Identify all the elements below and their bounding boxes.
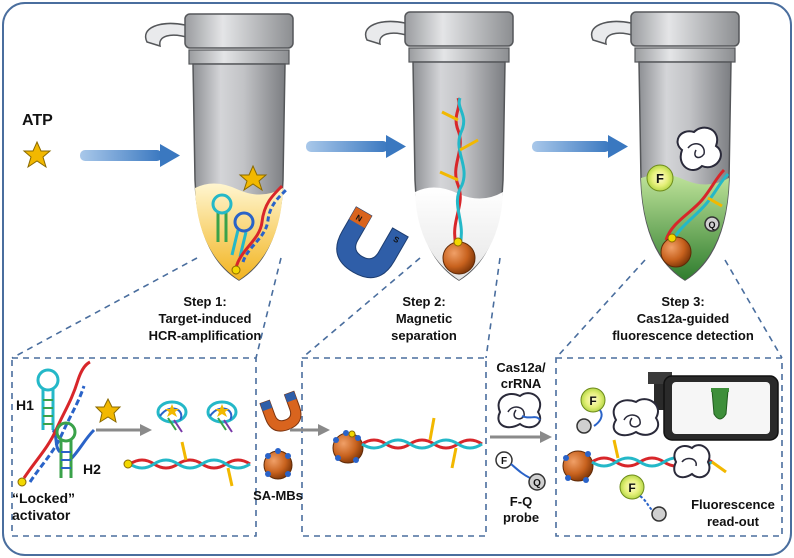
cas12a-icon bbox=[497, 392, 541, 429]
step3-line2: Cas12a-guided bbox=[637, 311, 730, 326]
fluorophore-signal-icon: F bbox=[580, 387, 606, 413]
tube-step3: F Q bbox=[590, 11, 740, 281]
fq-probe-q-label: Q bbox=[533, 478, 541, 489]
flow-arrow-1 bbox=[80, 144, 180, 167]
fluorescence-readout-line1: Fluorescence bbox=[691, 497, 775, 512]
cas12a-crrna-line2: crRNA bbox=[501, 376, 542, 391]
sa-mbs-group: SA-MBs bbox=[253, 390, 303, 503]
locked-activator-line2: activator bbox=[12, 507, 71, 523]
step2-line3: separation bbox=[391, 328, 457, 343]
step2-line1: Step 2: bbox=[402, 294, 445, 309]
cas12a-bound-icon bbox=[673, 444, 711, 479]
h2-label: H2 bbox=[83, 461, 101, 477]
f-signal-2-label: F bbox=[628, 481, 635, 495]
step3-line3: fluorescence detection bbox=[612, 328, 754, 343]
tube-step2 bbox=[364, 11, 514, 281]
magnet-n-label: N bbox=[354, 213, 364, 224]
fluorophore-signal-icon: F bbox=[619, 474, 645, 500]
atp-star-icon bbox=[22, 140, 52, 169]
aptamer-complex-icon bbox=[206, 400, 238, 433]
quencher-tube-label: Q bbox=[708, 220, 715, 230]
quencher-icon bbox=[651, 506, 667, 522]
f-signal-1-label: F bbox=[589, 394, 596, 408]
fq-probe-line2: probe bbox=[503, 510, 539, 525]
step1-line1: Step 1: bbox=[183, 294, 226, 309]
step3-caption: Step 3: Cas12a-guided fluorescence detec… bbox=[612, 294, 754, 343]
step2-caption: Step 2: Magnetic separation bbox=[391, 294, 457, 343]
magnet-s-label: S bbox=[392, 235, 402, 246]
fq-probe-icon: F Q bbox=[495, 451, 546, 491]
reagents-column: Cas12a/ crRNA F Q F-Q probe bbox=[490, 360, 552, 525]
magnetic-bead-icon bbox=[332, 430, 364, 464]
cas12a-active-icon bbox=[612, 398, 659, 437]
zoom-connector-lines bbox=[11, 257, 783, 359]
fluorescence-readout-line2: read-out bbox=[707, 514, 760, 529]
step3-line1: Step 3: bbox=[661, 294, 704, 309]
locked-activator-strand bbox=[17, 360, 96, 487]
cas12a-crrna-line1: Cas12a/ bbox=[496, 360, 546, 375]
reaction-arrow-2 bbox=[290, 424, 330, 436]
magnetic-bead-icon bbox=[263, 448, 293, 480]
detail-panels bbox=[11, 357, 783, 537]
step1-line3: HCR-amplification bbox=[149, 328, 262, 343]
fq-probe-line1: F-Q bbox=[510, 494, 532, 509]
panel-step2 bbox=[332, 417, 483, 469]
sa-mbs-label: SA-MBs bbox=[253, 488, 303, 503]
atp-star-small-icon bbox=[94, 397, 122, 424]
h1-label: H1 bbox=[16, 397, 34, 413]
step1-caption: Step 1: Target-induced HCR-amplification bbox=[149, 294, 262, 343]
reaction-arrow-3 bbox=[490, 431, 552, 443]
hairpin-h1 bbox=[36, 368, 62, 454]
fq-probe-f-label: F bbox=[501, 456, 507, 467]
step2-line2: Magnetic bbox=[396, 311, 452, 326]
reaction-arrow-1 bbox=[96, 424, 152, 436]
magnet-small-icon bbox=[259, 390, 302, 432]
aptamer-complex-icon bbox=[156, 400, 188, 433]
atp-label: ATP bbox=[22, 112, 53, 129]
quencher-icon bbox=[576, 418, 592, 434]
tube-step1 bbox=[144, 13, 294, 281]
flow-arrow-3 bbox=[532, 135, 628, 158]
step1-line2: Target-induced bbox=[159, 311, 252, 326]
hcr-duplex bbox=[123, 441, 251, 487]
flow-arrow-2 bbox=[306, 135, 406, 158]
fluorophore-tube-label: F bbox=[656, 171, 664, 186]
magnetic-bead-icon bbox=[562, 450, 594, 483]
hairpin-h2 bbox=[55, 421, 77, 478]
smartphone-icon bbox=[648, 372, 779, 441]
panel-step1: H1 H2 “Locked” activator bbox=[12, 360, 251, 523]
panel-step3: F F Fluorescence read-out bbox=[562, 372, 779, 529]
magnet-icon: N S bbox=[336, 206, 409, 279]
locked-activator-line1: “Locked” bbox=[12, 490, 75, 506]
